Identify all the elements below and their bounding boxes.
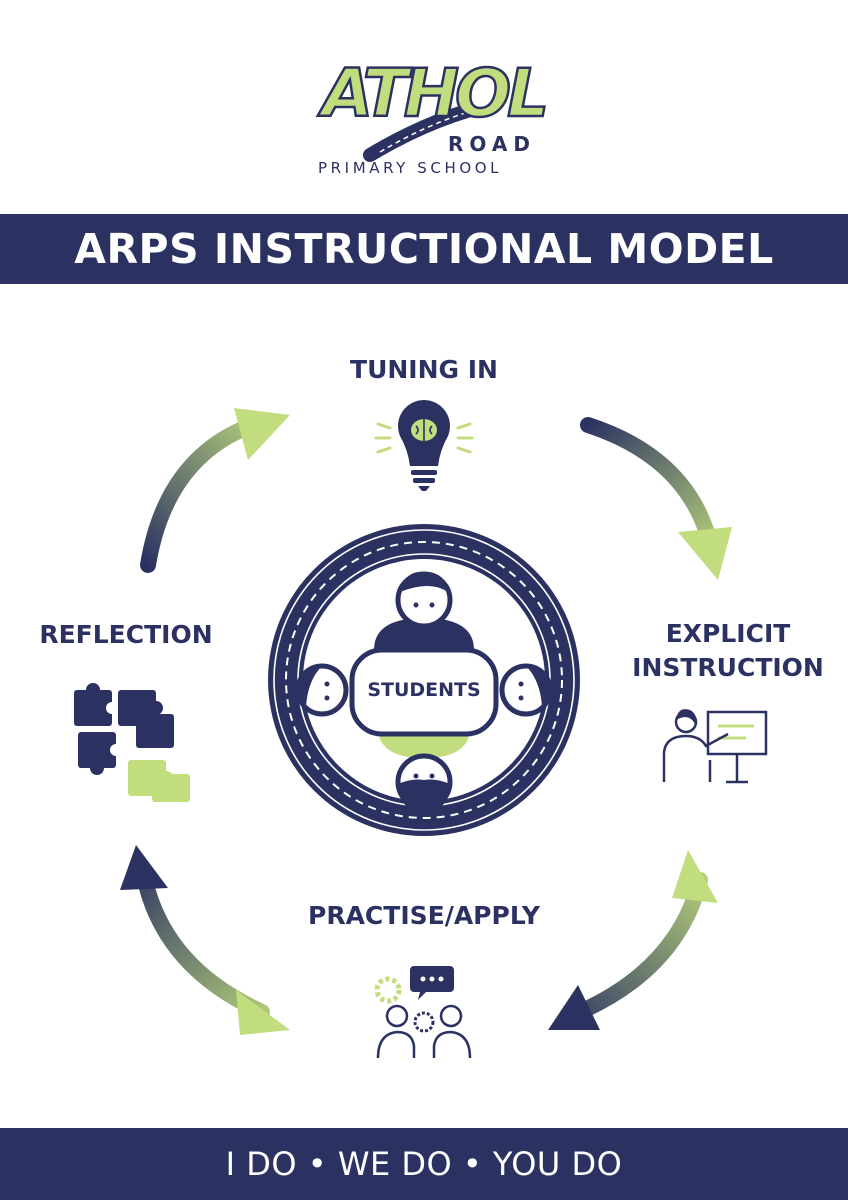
title-banner: ARPS INSTRUCTIONAL MODEL xyxy=(0,214,848,284)
road-swoosh-icon xyxy=(363,103,477,162)
stage-explicit-line1: EXPLICIT xyxy=(665,619,791,648)
logo-athol-text: ATHOL xyxy=(321,55,551,132)
arrow-reflection-to-tuning xyxy=(140,408,290,573)
stage-explicit-instruction: EXPLICIT INSTRUCTION xyxy=(620,617,836,685)
stage-practise-apply: PRACTISE/APPLY xyxy=(308,901,540,930)
puzzle-pieces-icon xyxy=(74,683,190,802)
school-logo: ATHOL ROAD PRIMARY SCHOOL xyxy=(300,55,550,185)
students-table xyxy=(349,647,499,737)
student-bottom-icon xyxy=(378,730,470,814)
collaboration-gears-icon xyxy=(374,966,472,1059)
arrow-practise-reflection xyxy=(120,845,290,1035)
lightbulb-brain-icon xyxy=(374,400,474,491)
student-left-icon xyxy=(295,663,349,717)
center-label-students: STUDENTS xyxy=(367,679,481,701)
stage-explicit-line2: INSTRUCTION xyxy=(632,653,824,682)
stage-tuning-in: TUNING IN xyxy=(350,355,498,384)
stage-reflection: REFLECTION xyxy=(39,620,213,649)
logo-subtitle: PRIMARY SCHOOL xyxy=(318,159,503,177)
arrow-explicit-practise xyxy=(548,850,718,1030)
page-title: ARPS INSTRUCTIONAL MODEL xyxy=(74,225,774,273)
footer-tagline: I DO • WE DO • YOU DO xyxy=(225,1145,623,1183)
student-right-icon xyxy=(499,663,553,717)
teacher-board-icon xyxy=(662,709,768,784)
arrow-tuning-to-explicit xyxy=(580,417,732,580)
student-top-icon xyxy=(374,571,474,650)
footer-banner: I DO • WE DO • YOU DO xyxy=(0,1128,848,1200)
logo-road-text: ROAD xyxy=(448,132,536,156)
